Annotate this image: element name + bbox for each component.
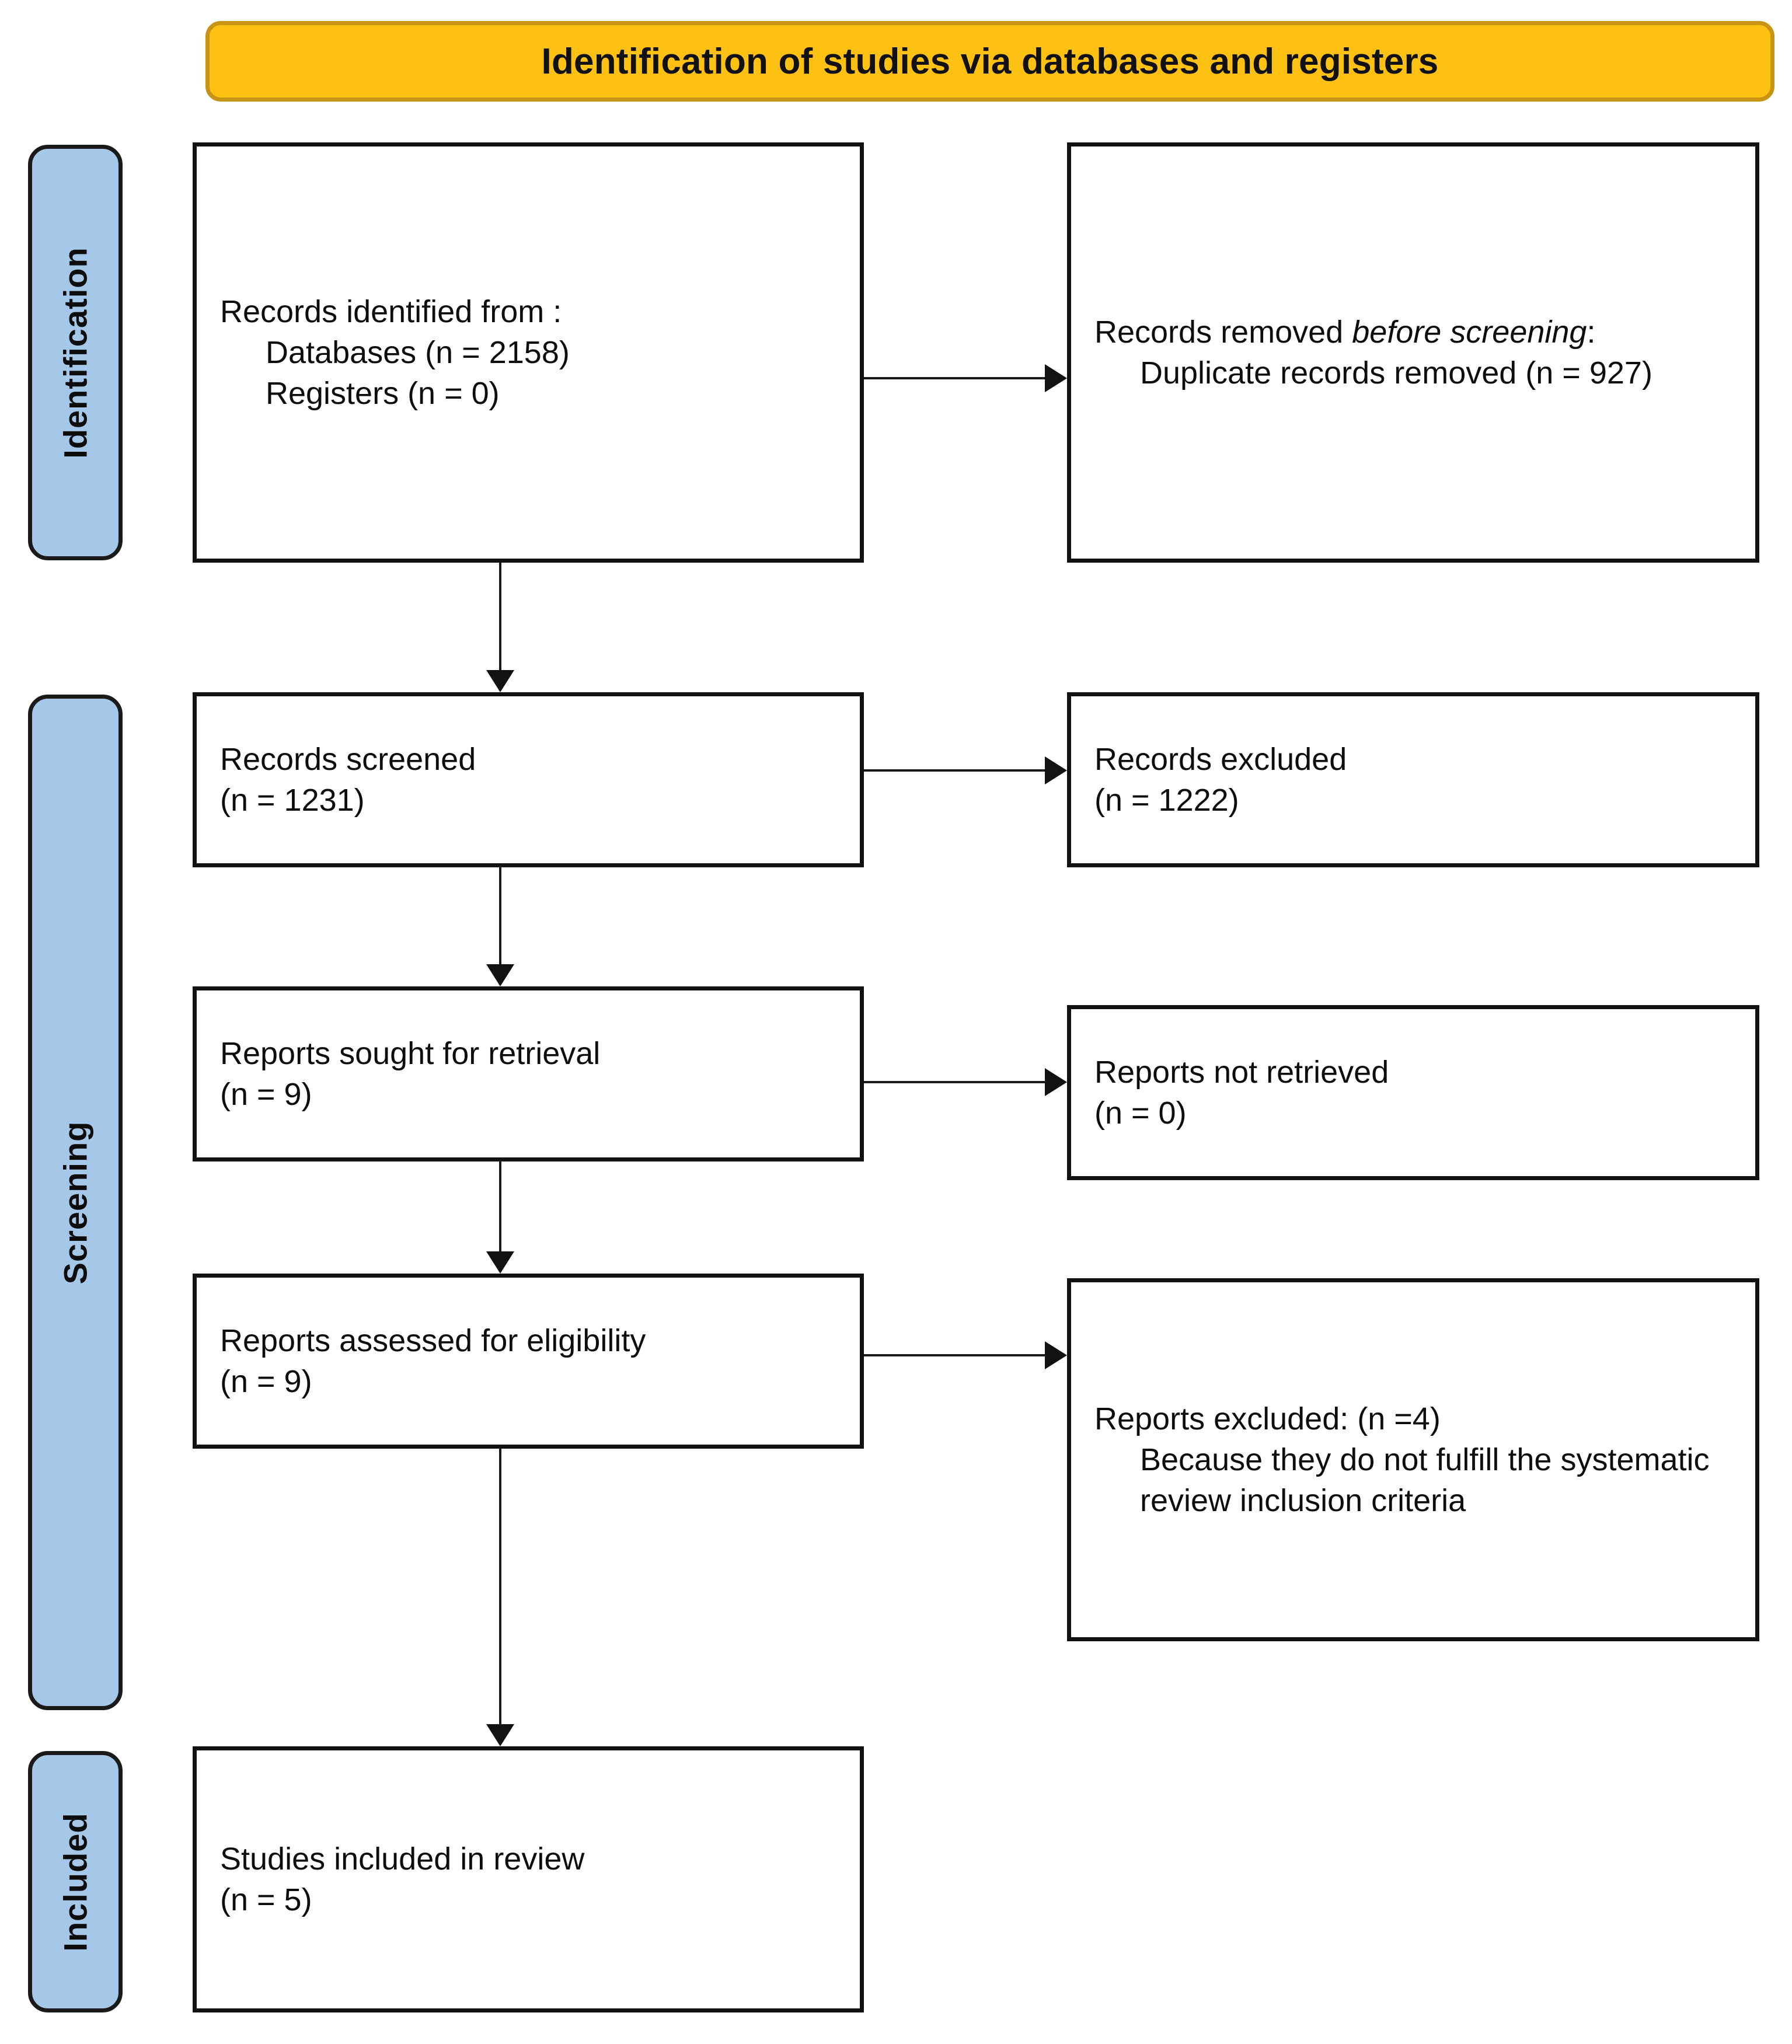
connector-screened-to-sought [499,867,501,964]
arrow-down-icon [486,1251,514,1274]
records-identified-registers: Registers (n = 0) [266,376,500,411]
box-reports-sought: Reports sought for retrieval (n = 9) [193,986,864,1161]
connector-screened-to-excluded [864,769,1045,772]
records-identified-heading: Records identified from : [220,294,562,329]
records-identified-databases: Databases (n = 2158) [266,334,570,370]
records-removed-heading: Records removed before screening: [1094,312,1732,353]
connector-identified-to-screened [499,563,501,670]
records-screened-count: (n = 1231) [220,783,365,818]
records-removed-italic: before screening [1352,314,1587,350]
stage-label-screening: Screening [57,1121,94,1284]
reports-excluded-heading: Reports excluded: (n =4) [1094,1401,1441,1436]
connector-assessed-to-excluded-reports [864,1354,1045,1356]
arrow-down-icon [486,964,514,986]
stage-label-included: Included [57,1812,94,1952]
header-title: Identification of studies via databases … [541,41,1439,82]
reports-sought-label: Reports sought for retrieval [220,1035,601,1071]
arrow-down-icon [486,1724,514,1746]
reports-assessed-count: (n = 9) [220,1364,312,1399]
stage-bar-included: Included [28,1751,123,2012]
box-records-screened: Records screened (n = 1231) [193,692,864,867]
box-reports-not-retrieved: Reports not retrieved (n = 0) [1067,1005,1759,1180]
arrow-right-icon [1045,1068,1067,1096]
connector-assessed-to-included [499,1449,501,1724]
records-removed-suffix: : [1587,314,1596,350]
reports-not-retrieved-label: Reports not retrieved [1094,1054,1389,1090]
studies-included-label: Studies included in review [220,1841,585,1876]
box-reports-assessed: Reports assessed for eligibility (n = 9) [193,1274,864,1449]
box-records-removed: Records removed before screening: Duplic… [1067,142,1759,563]
connector-identified-to-removed [864,377,1045,379]
box-studies-included: Studies included in review (n = 5) [193,1746,864,2012]
studies-included-count: (n = 5) [220,1882,312,1917]
header-banner: Identification of studies via databases … [205,21,1774,102]
box-records-excluded: Records excluded (n = 1222) [1067,692,1759,867]
stage-label-identification: Identification [57,246,94,459]
duplicate-records-removed: Duplicate records removed (n = 927) [1140,355,1652,390]
reports-sought-count: (n = 9) [220,1077,312,1112]
records-screened-label: Records screened [220,741,476,777]
stage-bar-screening: Screening [28,695,123,1710]
stage-bar-identification: Identification [28,145,123,560]
box-records-identified: Records identified from : Databases (n =… [193,142,864,563]
connector-sought-to-not-retrieved [864,1081,1045,1083]
arrow-down-icon [486,670,514,692]
reports-assessed-label: Reports assessed for eligibility [220,1323,646,1358]
box-reports-excluded: Reports excluded: (n =4) Because they do… [1067,1278,1759,1641]
reports-not-retrieved-count: (n = 0) [1094,1096,1187,1131]
arrow-right-icon [1045,1341,1067,1369]
arrow-right-icon [1045,364,1067,392]
connector-sought-to-assessed [499,1161,501,1251]
arrow-right-icon [1045,756,1067,784]
records-removed-prefix: Records removed [1094,314,1352,350]
records-excluded-count: (n = 1222) [1094,783,1239,818]
reports-excluded-reason: Because they do not fulfill the systemat… [1140,1442,1718,1519]
records-excluded-label: Records excluded [1094,741,1347,777]
